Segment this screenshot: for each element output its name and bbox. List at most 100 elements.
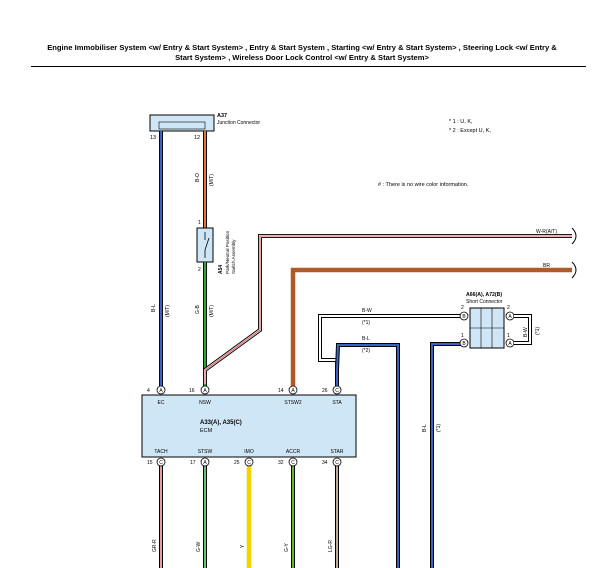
label-bw-p1: (*1) — [362, 320, 370, 326]
ecm-pin-nsw-letter: A — [203, 388, 207, 394]
short-pin-b1 — [459, 338, 469, 348]
ecm-pin-ec-label: EC — [158, 400, 165, 406]
switch-code: A54 — [218, 265, 224, 274]
label-bl3-p1: (*1) — [436, 424, 442, 432]
ecm-pin-stsw-label: STSW — [198, 449, 213, 455]
wire-br — [290, 267, 572, 386]
ecm-pin-accr-label: ACCR — [286, 449, 301, 455]
junction-connector-body — [149, 114, 215, 132]
note-no-color: # : There is no wire color information. — [378, 182, 469, 188]
label-bw-right: B-W — [523, 327, 529, 337]
wire-bw-outline — [318, 314, 463, 386]
short-pin-b2-letter: B — [462, 314, 466, 320]
ecm-pin-tach — [156, 457, 166, 467]
ecm-pin-stsw2-label: STSW2 — [284, 400, 301, 406]
ecm-pin-star-num: 34 — [322, 460, 328, 466]
label-bl2: B-L — [362, 336, 370, 342]
short-pin-b2 — [459, 311, 469, 321]
ecm-pin-accr-num: 32 — [278, 460, 284, 466]
junction-pin-13: 13 — [150, 135, 156, 141]
label-wr-at: W-R(A/T) — [536, 229, 557, 235]
ecm-pin-sta-num: 26 — [322, 388, 328, 394]
ecm-pin-stsw-letter: A — [203, 460, 207, 466]
ecm-name: ECM — [200, 428, 213, 434]
label-gr-r: GR-R — [152, 539, 158, 552]
label-br: BR — [543, 263, 550, 269]
short-pin-b2-num: 2 — [461, 305, 464, 311]
short-pin-a2-num: 2 — [507, 305, 510, 311]
ecm-pin-stsw-num: 17 — [190, 460, 196, 466]
note-1: * 1 : U, K, — [449, 119, 473, 125]
label-y: Y — [240, 544, 246, 548]
junction-code: A37 — [217, 113, 227, 119]
wire-bl2 — [336, 344, 399, 568]
wire-wr-cut — [571, 227, 577, 245]
title-line-1: Engine Immobiliser System <w/ Entry & St… — [47, 43, 557, 52]
label-lg-r: LG-R — [328, 540, 334, 552]
switch-blade — [204, 237, 210, 251]
label-bl-mt: (M/T) — [165, 305, 171, 317]
short-connector-name: Short Connector — [466, 299, 503, 305]
diagram-title: Engine Immobiliser System <w/ Entry & St… — [20, 43, 584, 63]
switch-name-1: Park/Neutral Position — [225, 230, 230, 274]
wire-bw-loop — [514, 315, 531, 344]
short-pin-a1-letter: A — [508, 341, 512, 347]
wire-bl3-outline — [430, 342, 463, 568]
short-pin-b1-letter: B — [462, 341, 466, 347]
ecm-pin-nsw-label: NSW — [199, 400, 211, 406]
ecm-pin-stsw2 — [288, 385, 298, 395]
switch-pin-1: 1 — [198, 220, 201, 226]
wire-bl3 — [431, 343, 463, 568]
label-bw: B-W — [362, 308, 372, 314]
ecm-pin-imo-label: IMO — [244, 449, 254, 455]
ecm-pin-star-label: STAR — [331, 449, 344, 455]
short-pin-a1-num: 1 — [507, 333, 510, 339]
label-bw-right-p1: (*1) — [535, 327, 541, 335]
ecm-pin-stsw — [200, 457, 210, 467]
short-connector-code: A66(A), A72(B) — [466, 292, 502, 298]
ecm-pin-star-letter: C — [335, 460, 339, 466]
junction-name: Junction Connector — [217, 120, 260, 126]
ecm-pin-imo-num: 25 — [234, 460, 240, 466]
note-2: * 2 : Except U, K, — [449, 128, 491, 134]
ecm-pin-sta — [332, 385, 342, 395]
label-bl: B-L — [151, 304, 157, 312]
ecm-pin-ec-num: 4 — [147, 388, 150, 394]
label-bl3: B-L — [422, 424, 428, 432]
ecm-pin-ec — [156, 385, 166, 395]
title-line-2: Start System> , Wireless Door Lock Contr… — [175, 53, 429, 62]
short-pin-a2-letter: A — [508, 314, 512, 320]
ecm-pin-tach-num: 15 — [147, 460, 153, 466]
ecm-code: A33(A), A35(C) — [200, 420, 242, 426]
label-g-y: G-Y — [284, 542, 290, 552]
ecm-pin-accr — [288, 457, 298, 467]
ecm-pin-ec-letter: A — [159, 388, 163, 394]
label-bl2-p2: (*2) — [362, 348, 370, 354]
ecm-pin-tach-letter: C — [159, 460, 163, 466]
title-divider — [31, 66, 586, 67]
wire-br-cut — [571, 261, 577, 279]
wire-wr-stripe — [204, 235, 572, 384]
short-pin-b1-num: 1 — [461, 333, 464, 339]
ecm-pin-nsw — [200, 385, 210, 395]
ecm-pin-imo — [244, 457, 254, 467]
ecm-pin-tach-label: TACH — [154, 449, 168, 455]
label-bo: B-O — [195, 173, 201, 182]
label-bo-mt: (M/T) — [209, 174, 215, 186]
ecm-pin-sta-letter: C — [335, 388, 339, 394]
ecm-pin-accr-letter: C — [291, 460, 295, 466]
ecm-pin-star — [332, 457, 342, 467]
label-g-w: G-W — [196, 541, 202, 552]
ecm-pin-imo-letter: C — [247, 460, 251, 466]
label-gb-mt: (M/T) — [209, 305, 215, 317]
ecm-body — [141, 394, 357, 458]
wire-bw — [319, 315, 463, 386]
ecm-pin-nsw-num: 16 — [189, 388, 195, 394]
ecm-pin-stsw2-letter: A — [291, 388, 295, 394]
junction-connector-inner — [158, 121, 206, 130]
ecm-pin-stsw2-num: 14 — [278, 388, 284, 394]
switch-name-2: Switch Assembly — [231, 239, 236, 274]
switch-pin-2: 2 — [198, 267, 201, 273]
junction-pin-12: 12 — [194, 135, 200, 141]
